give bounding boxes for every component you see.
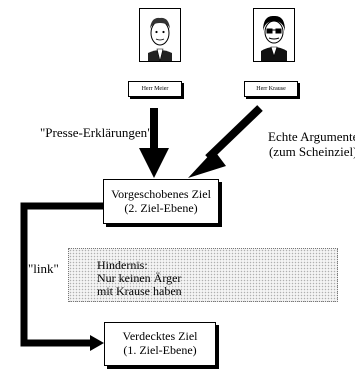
obstacle-title: Hindernis: [97, 258, 148, 272]
pretend-goal-title: Vorgeschobenes Ziel [111, 187, 211, 201]
label-real-arguments-line2: (zum Scheinziel) [268, 144, 355, 159]
label-real-arguments: Echte Argumente (zum Scheinziel) [268, 129, 355, 159]
arrow-link-to-hidden-goal [20, 202, 104, 351]
man-portrait-icon [148, 17, 172, 61]
box-hidden-goal: Verdecktes Ziel (1. Ziel-Ebene) [104, 322, 216, 366]
hidden-goal-title: Verdecktes Ziel [122, 329, 198, 343]
box-pretend-goal: Vorgeschobenes Ziel (2. Ziel-Ebene) [103, 179, 219, 224]
box-obstacle: Hindernis: Nur keinen Ärger mit Krause h… [68, 248, 338, 302]
portrait-krause [253, 8, 295, 62]
name-meier: Herr Meier [128, 81, 182, 97]
label-link: "link" [28, 261, 59, 276]
name-krause: Herr Krause [244, 81, 298, 97]
obstacle-line2: Nur keinen Ärger [97, 271, 182, 285]
hidden-goal-level: (1. Ziel-Ebene) [123, 343, 197, 357]
portrait-meier [139, 8, 181, 62]
label-press-statements: "Presse-Erklärungen" [40, 125, 153, 140]
obstacle-line3: mit Krause haben [97, 284, 182, 298]
label-real-arguments-line1: Echte Argumente [268, 129, 355, 144]
arrow-krause-to-goal [188, 105, 263, 178]
arrow-meier-to-goal [139, 108, 169, 178]
man-with-glasses-portrait-icon [261, 15, 287, 61]
pretend-goal-level: (2. Ziel-Ebene) [124, 201, 198, 215]
